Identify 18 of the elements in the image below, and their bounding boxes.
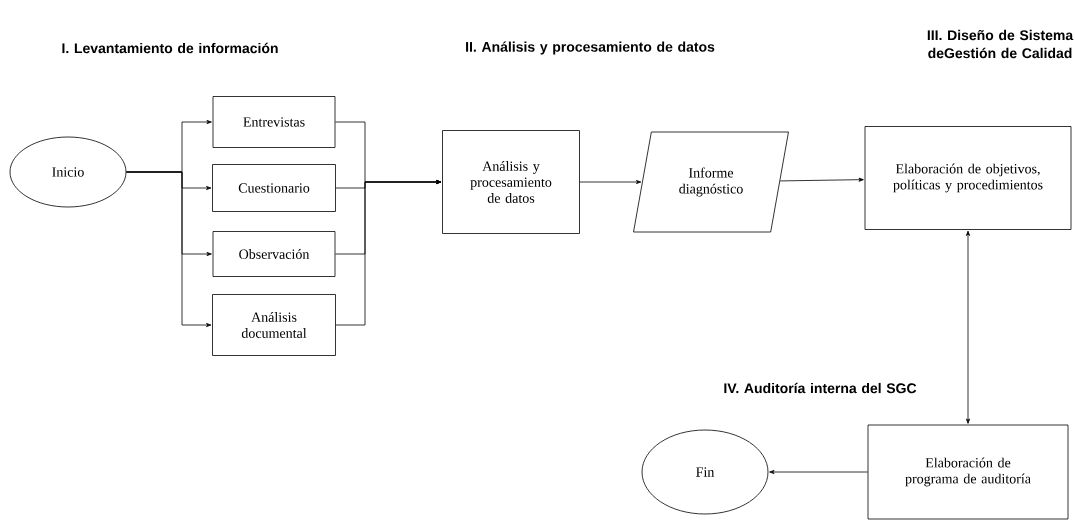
process-box: Elaboración de programa de auditoría bbox=[867, 424, 1069, 520]
process-box: Elaboración de objetivos, políticas y procedimientos bbox=[864, 126, 1072, 230]
process-box: Observación bbox=[212, 231, 336, 277]
arrow bbox=[335, 180, 442, 326]
arrow bbox=[966, 230, 970, 424]
arrow bbox=[126, 171, 212, 327]
section-heading: II. Análisis y procesamiento de datos bbox=[466, 41, 715, 55]
data-parallelogram: Informe diagnóstico bbox=[633, 131, 789, 233]
process-box: Entrevistas bbox=[212, 96, 336, 148]
process-box: Cuestionario bbox=[212, 164, 336, 212]
arrow bbox=[579, 180, 642, 184]
section-heading: III. Diseño de Sistema deGestión de Calidad bbox=[927, 29, 1074, 59]
arrow bbox=[769, 470, 868, 474]
process-box: Análisis y procesamiento de datos bbox=[442, 130, 580, 234]
arrow bbox=[779, 177, 864, 182]
section-heading: I. Levantamiento de información bbox=[62, 42, 278, 54]
process-box: Análisis documental bbox=[212, 294, 336, 356]
section-heading: IV. Auditoría interna del SGC bbox=[724, 382, 917, 394]
